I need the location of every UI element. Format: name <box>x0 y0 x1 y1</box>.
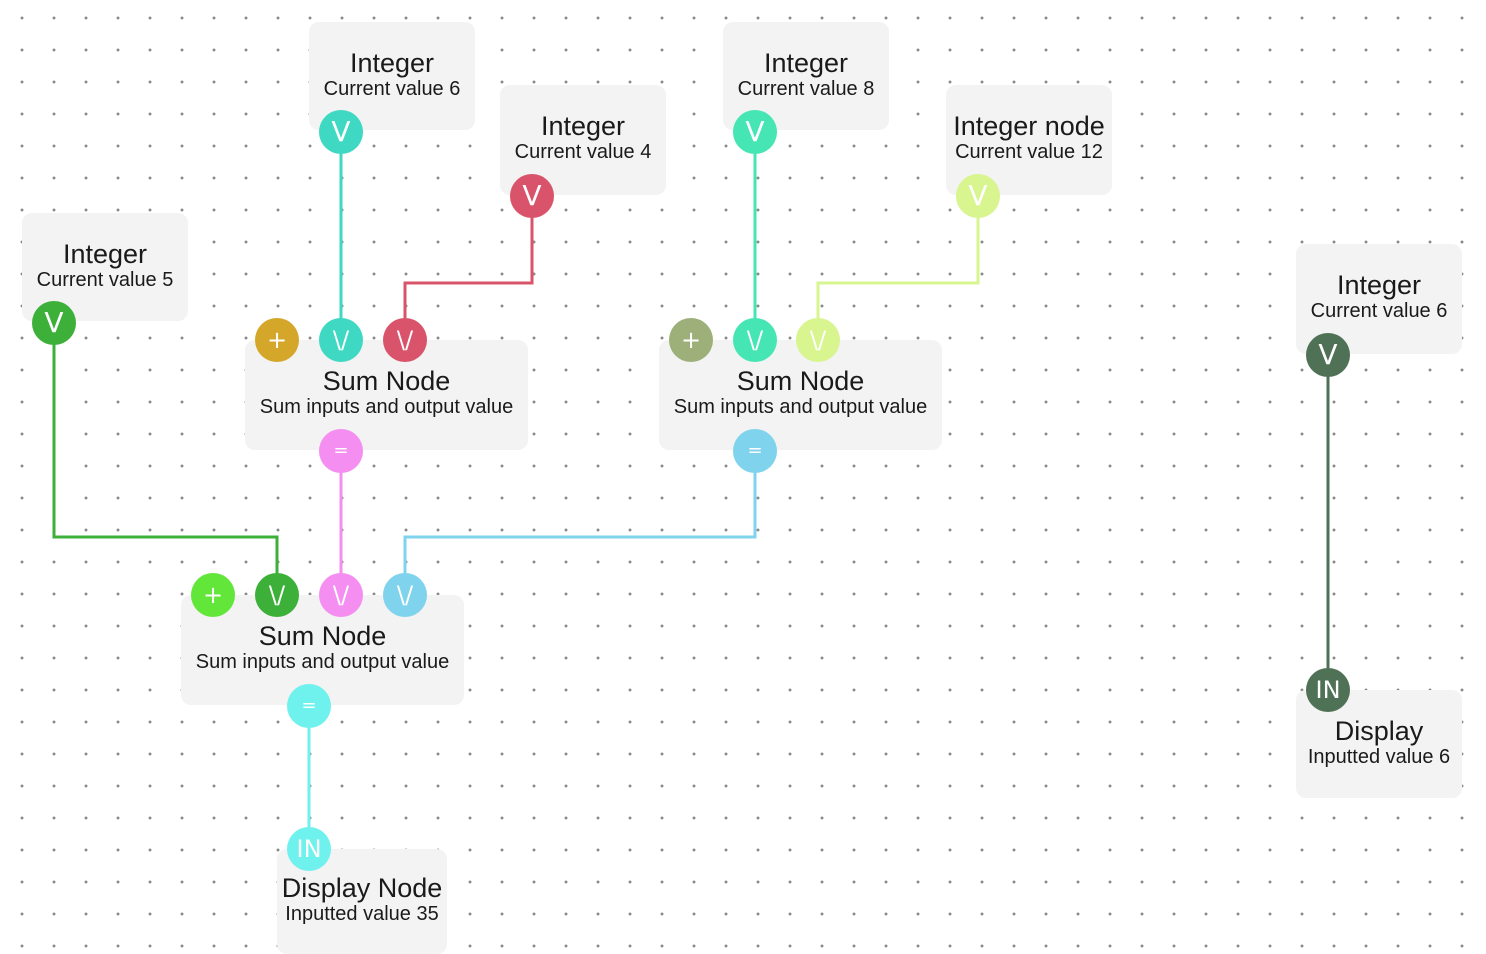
value-output-port[interactable]: V <box>510 174 554 218</box>
node-title: Integer node <box>953 111 1105 141</box>
wire-int5-to-sum3 <box>52 323 279 595</box>
value-output-port[interactable]: V <box>32 301 76 345</box>
sum-output-port[interactable]: = <box>287 684 331 728</box>
add-input-button[interactable]: + <box>255 318 299 362</box>
node-subtitle: Inputted value 35 <box>285 903 439 925</box>
node-subtitle: Current value 6 <box>1310 300 1448 322</box>
sum-input-port[interactable]: \/ <box>319 318 363 362</box>
add-input-button[interactable]: + <box>191 573 235 617</box>
wire-int4-to-sum2 <box>816 196 980 340</box>
node-subtitle: Current value 4 <box>514 141 652 163</box>
sum-input-port[interactable]: \/ <box>733 318 777 362</box>
node-subtitle: Sum inputs and output value <box>259 396 514 418</box>
node-title: Sum Node <box>258 621 387 651</box>
sum-input-port[interactable]: \/ <box>255 573 299 617</box>
node-subtitle: Current value 5 <box>36 269 174 291</box>
node-subtitle: Inputted value 6 <box>1307 746 1451 768</box>
sum-node[interactable]: Sum Node Sum inputs and output value <box>245 340 528 450</box>
display-input-port[interactable]: IN <box>287 827 331 871</box>
value-output-port[interactable]: V <box>319 110 363 154</box>
sum-input-port[interactable]: \/ <box>383 318 427 362</box>
sum-node[interactable]: Sum Node Sum inputs and output value <box>659 340 942 450</box>
node-title: Integer <box>540 111 626 141</box>
value-output-port[interactable]: V <box>733 110 777 154</box>
node-title: Display Node <box>281 873 443 903</box>
node-title: Sum Node <box>322 366 451 396</box>
node-subtitle: Sum inputs and output value <box>195 651 450 673</box>
node-subtitle: Sum inputs and output value <box>673 396 928 418</box>
node-title: Integer <box>763 48 849 78</box>
integer-node[interactable]: Integer Current value 8 <box>723 22 889 130</box>
node-title: Integer <box>349 48 435 78</box>
sum-input-port[interactable]: \/ <box>383 573 427 617</box>
node-title: Integer <box>1336 270 1422 300</box>
node-title: Display <box>1334 716 1424 746</box>
node-subtitle: Current value 8 <box>737 78 875 100</box>
value-output-port[interactable]: V <box>956 174 1000 218</box>
wire-sum2-to-sum3 <box>403 451 757 595</box>
integer-node[interactable]: Integer Current value 5 <box>22 213 188 321</box>
sum-output-port[interactable]: = <box>319 429 363 473</box>
add-input-button[interactable]: + <box>669 318 713 362</box>
node-title: Integer <box>62 239 148 269</box>
display-input-port[interactable]: IN <box>1306 668 1350 712</box>
node-subtitle: Current value 6 <box>323 78 461 100</box>
sum-input-port[interactable]: \/ <box>319 573 363 617</box>
sum-input-port[interactable]: \/ <box>796 318 840 362</box>
node-title: Sum Node <box>736 366 865 396</box>
sum-output-port[interactable]: = <box>733 429 777 473</box>
value-output-port[interactable]: V <box>1306 333 1350 377</box>
wire-int2-to-sum1 <box>403 196 534 340</box>
node-subtitle: Current value 12 <box>955 141 1103 163</box>
